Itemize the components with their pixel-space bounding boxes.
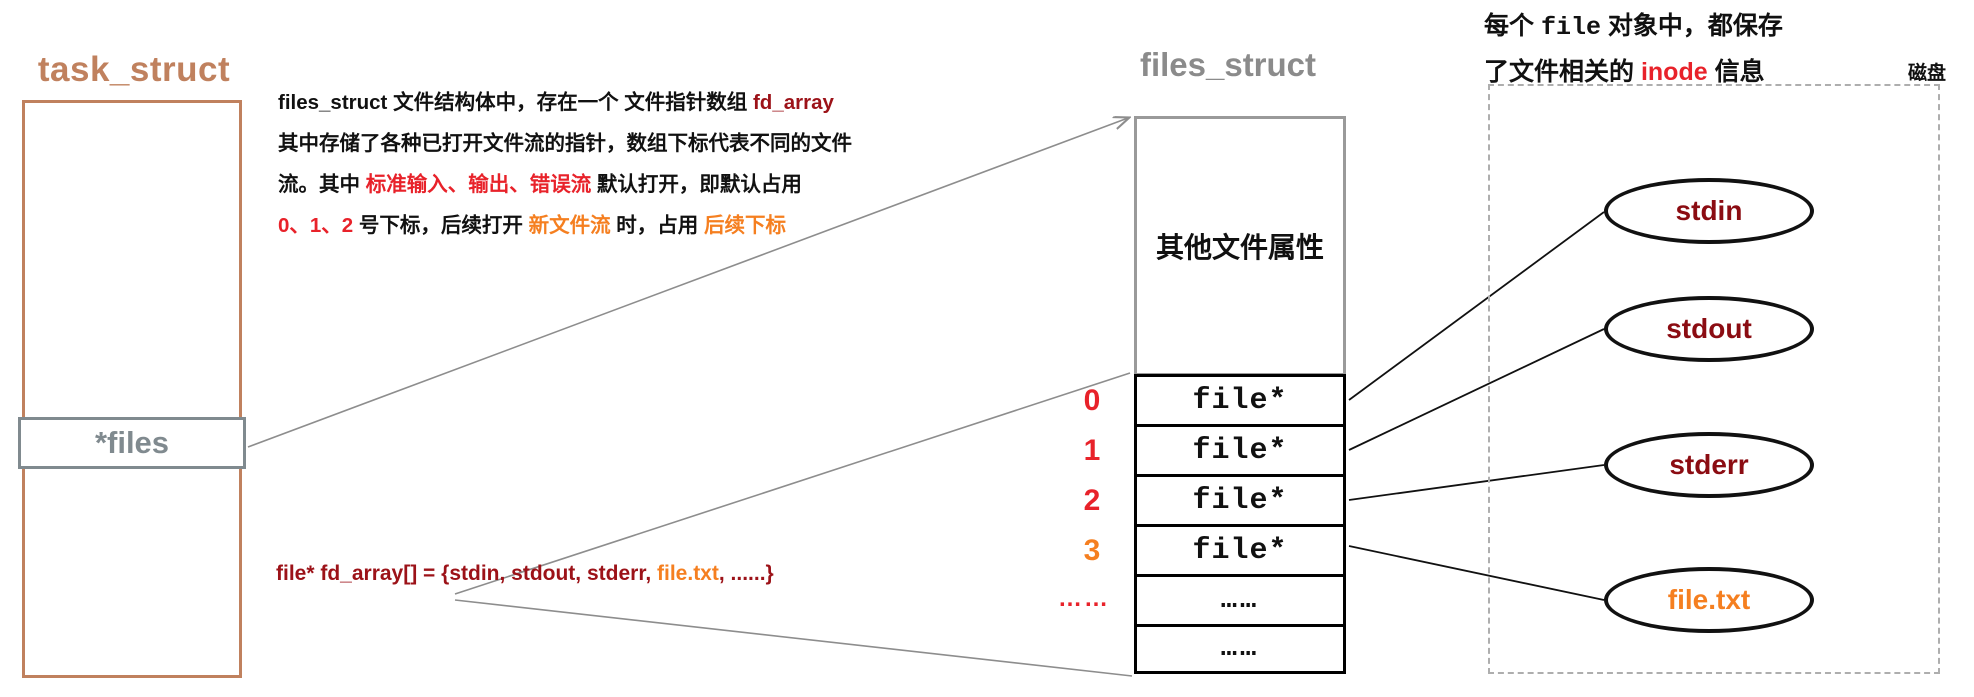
fd-index-0: 0 bbox=[1083, 384, 1101, 417]
fd-array-row[interactable]: file* bbox=[1134, 374, 1346, 424]
files-struct-title: files_struct bbox=[1139, 46, 1317, 83]
paragraph-line-4-b: 号下标，后续打开 bbox=[353, 214, 529, 237]
fd-index-1: 1 bbox=[1083, 434, 1101, 467]
file-object-stdin[interactable]: stdin bbox=[1604, 178, 1814, 244]
paragraph-line-3-a: 流。其中 bbox=[278, 173, 366, 196]
disk-note-line-1-a: 每个 bbox=[1484, 12, 1541, 40]
fd-array-row[interactable]: …… bbox=[1134, 574, 1346, 624]
disk-note-line-2-a: 了文件相关的 bbox=[1484, 58, 1641, 86]
disk-note-file-keyword: file bbox=[1540, 13, 1601, 42]
disk-region-label: 磁盘 bbox=[1908, 63, 1947, 84]
explanation-paragraph: files_struct 文件结构体中，存在一个 文件指针数组 fd_array… bbox=[278, 82, 978, 246]
fd-array-code-line: file* fd_array[] = {stdin, stdout, stder… bbox=[276, 562, 774, 586]
task-struct-box bbox=[22, 100, 242, 678]
fd-array-cell-label: …… bbox=[1220, 634, 1260, 664]
file-object-stderr[interactable]: stderr bbox=[1604, 432, 1814, 498]
disk-note: 每个 file 对象中，都保存 了文件相关的 inode 信息 bbox=[1484, 4, 1914, 94]
fd-array-row[interactable]: file* bbox=[1134, 524, 1346, 574]
fd-array-cell-label: file* bbox=[1192, 533, 1288, 568]
files-struct-other-attrs: 其他文件属性 bbox=[1134, 116, 1346, 376]
fd-array-cell-label: file* bbox=[1192, 483, 1288, 518]
disk-note-line-2: 了文件相关的 inode 信息 bbox=[1484, 50, 1914, 94]
disk-note-line-1-c: 对象中，都保存 bbox=[1600, 12, 1783, 40]
fd-array-row[interactable]: …… bbox=[1134, 624, 1346, 674]
files-field-label: *files bbox=[94, 425, 170, 460]
link-code-to-fdarray-bottom bbox=[454, 599, 1133, 677]
fd-index-ellipsis: …… bbox=[1058, 585, 1110, 612]
disk-region-box bbox=[1488, 84, 1940, 674]
disk-note-line-1: 每个 file 对象中，都保存 bbox=[1484, 4, 1914, 50]
disk-note-inode-keyword: inode bbox=[1640, 58, 1708, 86]
task-struct-title: task_struct bbox=[37, 50, 231, 89]
paragraph-line-2: 其中存储了各种已打开文件流的指针，数组下标代表不同的文件 bbox=[278, 132, 852, 155]
fd-array-table: file* file* file* file* …… …… bbox=[1134, 374, 1346, 674]
paragraph-line-3-c: 默认打开，即默认占用 bbox=[591, 173, 802, 196]
paragraph-line-3: 流。其中 标准输入、输出、错误流 默认打开，即默认占用 bbox=[278, 164, 978, 205]
paragraph-fd-array-keyword: fd_array bbox=[752, 91, 834, 114]
code-line-suffix: , ......} bbox=[718, 562, 774, 585]
paragraph-std-streams-keyword: 标准输入、输出、错误流 bbox=[365, 173, 592, 196]
paragraph-line-1-a: files_struct 文件结构体中，存在一个 文件指针数组 bbox=[278, 91, 753, 114]
fd-array-row[interactable]: file* bbox=[1134, 474, 1346, 524]
code-line-prefix: file* fd_array[] = {stdin, stdout, stder… bbox=[276, 562, 658, 585]
other-attrs-label: 其他文件属性 bbox=[1155, 232, 1324, 263]
fd-array-cell-label: …… bbox=[1220, 585, 1260, 616]
fd-array-cell-label: file* bbox=[1192, 383, 1288, 418]
fd-array-cell-label: file* bbox=[1192, 433, 1288, 468]
fd-index-2: 2 bbox=[1083, 484, 1101, 517]
paragraph-line-4: 0、1、2 号下标，后续打开 新文件流 时，占用 后续下标 bbox=[278, 205, 978, 246]
file-object-label: stderr bbox=[1669, 449, 1749, 480]
fd-index-3: 3 bbox=[1083, 534, 1101, 567]
paragraph-new-stream-keyword: 新文件流 bbox=[528, 214, 611, 237]
file-object-file-txt[interactable]: file.txt bbox=[1604, 567, 1814, 633]
disk-note-line-2-c: 信息 bbox=[1707, 58, 1765, 86]
link-code-to-fdarray bbox=[454, 372, 1131, 595]
fd-array-row[interactable]: file* bbox=[1134, 424, 1346, 474]
paragraph-indices-keyword: 0、1、2 bbox=[278, 214, 354, 237]
file-object-label: stdin bbox=[1675, 195, 1743, 226]
file-object-stdout[interactable]: stdout bbox=[1604, 296, 1814, 362]
file-object-label: file.txt bbox=[1667, 584, 1751, 615]
paragraph-line-4-d: 时，占用 bbox=[610, 214, 705, 237]
task-struct-files-field[interactable]: *files bbox=[18, 417, 246, 469]
file-object-label: stdout bbox=[1666, 313, 1752, 344]
code-line-file-txt: file.txt bbox=[657, 562, 719, 585]
paragraph-line-1: files_struct 文件结构体中，存在一个 文件指针数组 fd_array bbox=[278, 82, 978, 123]
paragraph-next-index-keyword: 后续下标 bbox=[704, 214, 787, 237]
